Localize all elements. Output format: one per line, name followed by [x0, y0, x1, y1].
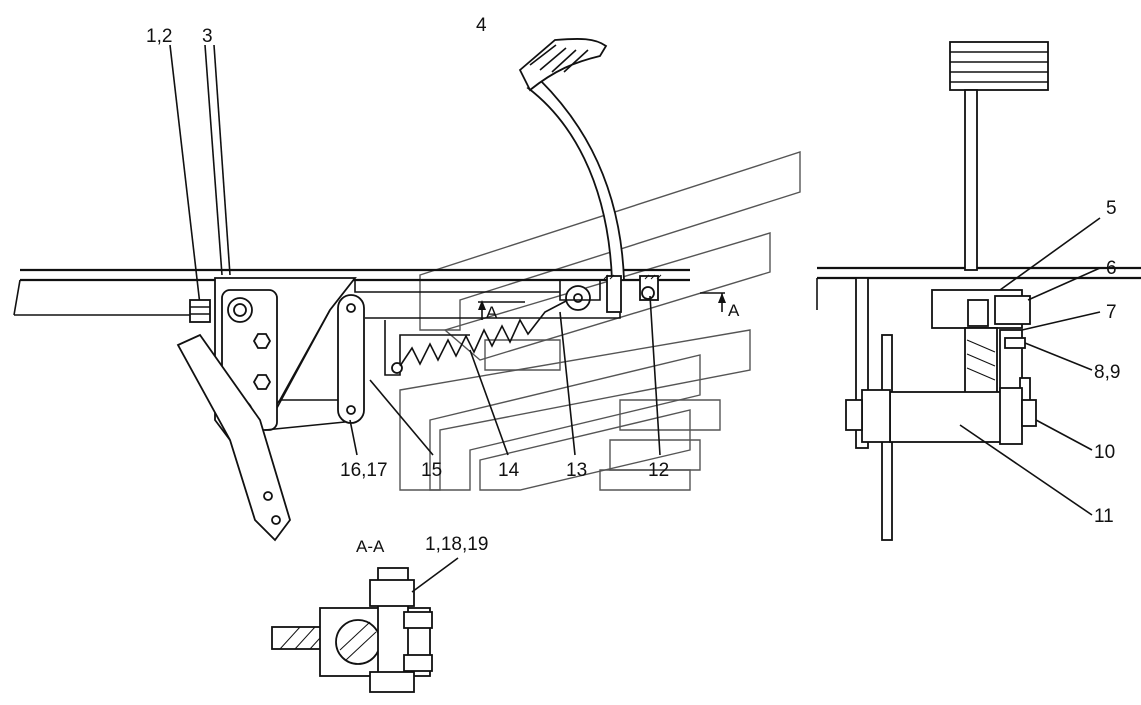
label-11: 11: [1094, 506, 1114, 527]
floor-hatch: [603, 274, 662, 280]
pedal-rod-end: [964, 89, 978, 271]
label-1-2: 1,2: [146, 26, 172, 47]
side-view: A A: [13, 38, 740, 542]
rod-3-right: [213, 44, 231, 276]
clip: [606, 275, 622, 313]
bolt-hex-1: [252, 333, 272, 349]
section-nut-top: [369, 579, 415, 607]
spring-housing-end: [964, 327, 998, 395]
watermark: [399, 151, 801, 491]
label-6: 6: [1106, 258, 1117, 279]
section-pin: [335, 619, 381, 665]
callout-labels: 1,2 3 4 5 6 7 8,9 10 11 12 13 14 15 16,1…: [146, 15, 1120, 556]
section-mark-right: A: [728, 301, 740, 320]
spring-hatch: [966, 339, 996, 381]
label-8-9: 8,9: [1094, 362, 1120, 383]
section-mark-left: A: [486, 303, 498, 322]
label-13: 13: [566, 460, 587, 481]
rod-1-2: [169, 44, 201, 306]
spring-14: [399, 299, 569, 367]
pedal-pad-4: [518, 38, 608, 92]
shaft-11: [889, 391, 1003, 443]
spring-housing: [384, 320, 470, 376]
label-1-18-19: 1,18,19: [425, 534, 488, 555]
bolt-8-9: [1004, 337, 1026, 349]
label-7: 7: [1106, 302, 1117, 323]
tie-bar-bottom: [264, 421, 346, 431]
label-12: 12: [648, 460, 669, 481]
label-5: 5: [1106, 198, 1117, 219]
link-15: [337, 294, 365, 424]
beam-end: [13, 279, 21, 316]
end-view: [816, 41, 1141, 541]
pivot-top-inner: [233, 303, 247, 317]
pedal-pad-end: [949, 41, 1049, 91]
section-nut-bottom: [369, 671, 415, 693]
rod-3-left: [204, 44, 223, 276]
bolt-1-2: [189, 299, 211, 323]
bolt-6: [967, 299, 989, 327]
lever-hole-2: [271, 515, 281, 525]
label-16-17: 16,17: [340, 460, 388, 481]
nut-6: [994, 295, 1031, 325]
section-a-a: [271, 557, 459, 693]
label-15: 15: [421, 460, 442, 481]
label-4: 4: [476, 15, 487, 36]
section-title: A-A: [356, 537, 385, 556]
guide-frame: [354, 280, 560, 293]
label-10: 10: [1094, 442, 1115, 463]
lower-lever: [176, 333, 291, 542]
label-3: 3: [202, 26, 213, 47]
bolt-hex-2: [252, 374, 272, 390]
pedal-arm: [526, 78, 625, 281]
lever-hole-1: [263, 491, 273, 501]
washer-10: [1021, 399, 1037, 427]
label-14: 14: [498, 460, 520, 481]
